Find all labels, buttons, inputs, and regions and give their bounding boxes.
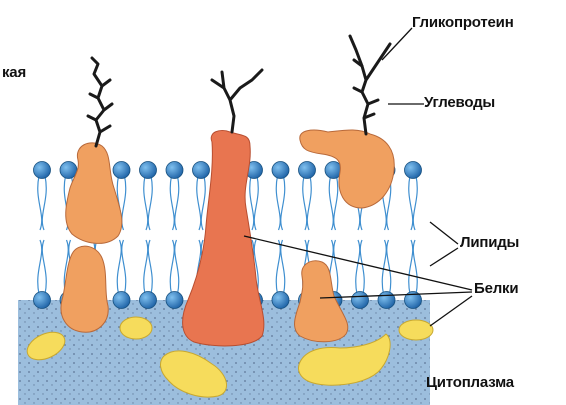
- lipid-head: [60, 162, 77, 179]
- pointer-lipids-1: [430, 222, 458, 244]
- label-lipids: Липиды: [460, 234, 519, 251]
- pointer-lipids-2: [430, 248, 458, 266]
- protein-left-lower: [61, 246, 108, 332]
- lipid-head: [166, 292, 183, 309]
- protein-left-upper: [66, 143, 122, 244]
- lipid-head: [166, 162, 183, 179]
- lipid-head: [352, 292, 369, 309]
- label-cytoplasm: Цитоплазма: [426, 374, 514, 391]
- lipid-head: [34, 162, 51, 179]
- lipid-head: [140, 292, 157, 309]
- lipid-head: [378, 292, 395, 309]
- carbohydrate-chain-left: [88, 58, 112, 146]
- carbohydrate-chain-right: [350, 36, 390, 134]
- lipid-head: [405, 162, 422, 179]
- lipid-head: [34, 292, 51, 309]
- pointer-glycoprotein: [382, 28, 412, 60]
- label-cut-off-word: кая: [2, 64, 26, 81]
- lipid-head: [113, 292, 130, 309]
- lipid-head: [299, 162, 316, 179]
- label-glycoprotein: Гликопротеин: [412, 14, 514, 31]
- lipid-head: [113, 162, 130, 179]
- label-proteins: Белки: [474, 280, 518, 297]
- label-carbohydrates: Углеводы: [424, 94, 495, 111]
- pointer-proteins-2: [320, 292, 472, 298]
- lipid-head: [272, 292, 289, 309]
- peripheral-protein-2: [120, 317, 152, 339]
- lipid-head: [193, 162, 210, 179]
- lipid-tail-pair: [170, 176, 179, 294]
- carbohydrate-chains: [88, 36, 390, 146]
- carbohydrate-chain-middle: [212, 70, 262, 132]
- lipid-tail-pair: [144, 176, 153, 294]
- peripheral-protein-5: [399, 320, 433, 340]
- lipid-head: [140, 162, 157, 179]
- lipid-head: [272, 162, 289, 179]
- lipid-tail-pair: [38, 176, 47, 294]
- lipid-tail-pair: [276, 176, 285, 294]
- pointer-proteins-3: [430, 296, 472, 326]
